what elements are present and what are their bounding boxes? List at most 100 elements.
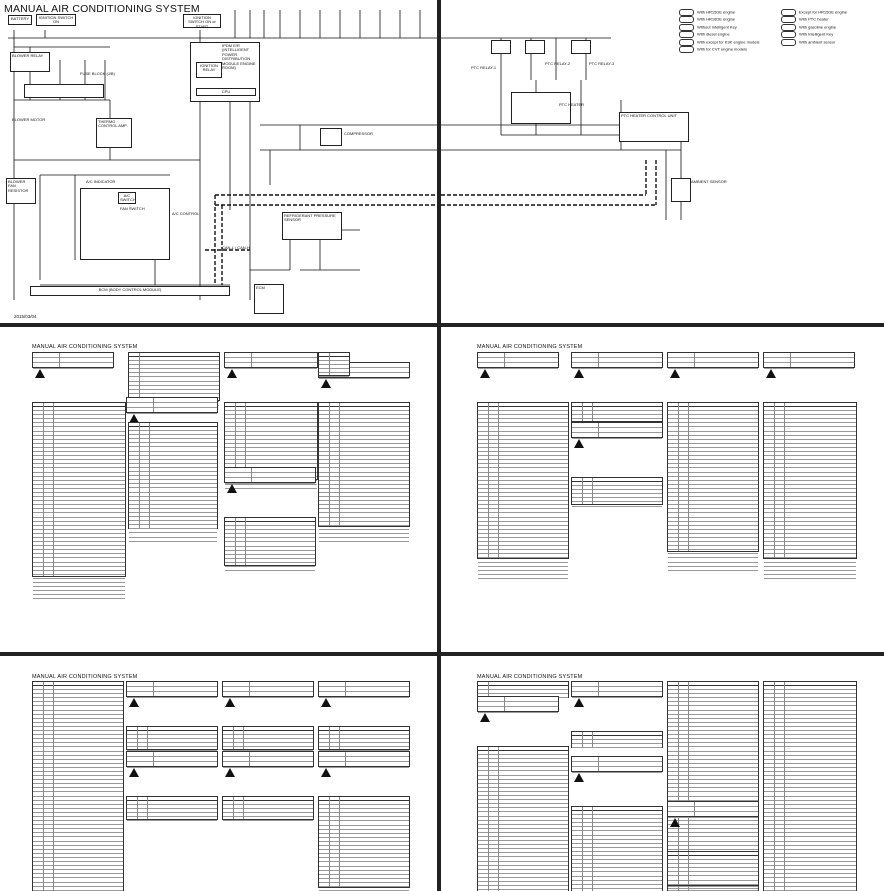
connector-table (571, 402, 663, 424)
ptc-relay3-label: PTC RELAY-3 (589, 61, 615, 66)
ptc-control-label: PTC HEATER CONTROL UNIT (621, 113, 678, 118)
wiring-diagram-page-right: PTC RELAY-1 PTC RELAY-2 PTC RELAY-3 PTC … (441, 0, 884, 323)
connector-table (318, 352, 350, 378)
ptc-heater-box (511, 92, 571, 124)
warning-triangle-icon (227, 369, 237, 378)
connector-table (128, 422, 218, 542)
legend-item: With HR16DE engine (679, 16, 736, 24)
page-divider-top (0, 323, 884, 327)
sub-title-4: MANUAL AIR CONDITIONING SYSTEM (477, 674, 583, 680)
connector-table (126, 726, 218, 752)
warning-triangle-icon (129, 698, 139, 707)
legend-text: Without Intelligent Key (697, 24, 737, 30)
refrigerant-sensor-label: REFRIGERANT PRESSURE SENSOR (284, 213, 336, 223)
warning-triangle-icon (574, 439, 584, 448)
connector-table (571, 806, 663, 891)
legend-item: With PTC heater (781, 16, 829, 24)
ignition-on-label: IGNITION SWITCH ON (38, 15, 74, 25)
legend-text: With gasoline engine (799, 24, 837, 30)
legend-item: With gasoline engine (781, 23, 837, 31)
battery-label: BATTERY (10, 16, 30, 21)
connector-header (477, 696, 559, 713)
ecm-box: ECM (254, 284, 284, 314)
legend-marker-icon (679, 46, 694, 53)
ac-control-label: A/C CONTROL (172, 211, 200, 216)
connector-table (318, 796, 410, 891)
legend-text: With HR16DE engine (697, 16, 736, 22)
ptc-control-box: PTC HEATER CONTROL UNIT (619, 112, 689, 142)
connector-page-1: MANUAL AIR CONDITIONING SYSTEM (0, 327, 437, 652)
legend-marker-icon (679, 23, 694, 31)
legend-text: With HR15DE engine (697, 9, 736, 15)
ptc-heater-label: PTC HEATER (559, 102, 585, 107)
ignition-relay-box: IGNITION RELAY (196, 62, 222, 78)
warning-triangle-icon (227, 484, 237, 493)
legend-marker-icon (679, 31, 694, 39)
ecm-label: ECM (256, 285, 265, 290)
warning-triangle-icon (480, 713, 490, 722)
legend-marker-icon (781, 38, 796, 46)
warning-triangle-icon (766, 369, 776, 378)
compressor-box (320, 128, 342, 146)
compressor-label: COMPRESSOR (344, 131, 373, 136)
legend-item: Without Intelligent Key (679, 23, 737, 31)
fan-switch-label: FAN SWITCH (120, 206, 145, 211)
ac-indicator-label: A/C INDICATOR (86, 179, 116, 184)
diagram-title: MANUAL AIR CONDITIONING SYSTEM (4, 3, 200, 15)
thermo-amp-label: THERMO CONTROL AMP. (98, 119, 128, 129)
sub-title-3: MANUAL AIR CONDITIONING SYSTEM (32, 674, 138, 680)
warning-triangle-icon (225, 698, 235, 707)
warning-triangle-icon (480, 369, 490, 378)
connector-header (571, 756, 663, 773)
connector-header (318, 751, 410, 768)
connector-table (667, 851, 759, 889)
warning-triangle-icon (129, 768, 139, 777)
refrigerant-sensor-box: REFRIGERANT PRESSURE SENSOR (282, 212, 342, 240)
sub-title-2: MANUAL AIR CONDITIONING SYSTEM (477, 344, 583, 350)
connector-header (667, 801, 759, 818)
page-divider-vertical (437, 0, 441, 891)
sub-title-1: MANUAL AIR CONDITIONING SYSTEM (32, 344, 138, 350)
connector-page-3: MANUAL AIR CONDITIONING SYSTEM (0, 656, 437, 891)
warning-triangle-icon (35, 369, 45, 378)
wiring-lines-right (441, 37, 682, 220)
warning-triangle-icon (225, 768, 235, 777)
connector-header (571, 681, 663, 698)
blower-resistor-label: BLOWER FAN RESISTOR (8, 179, 29, 193)
blower-motor-label: BLOWER MOTOR (12, 117, 46, 122)
legend-item: With ambient sensor (781, 38, 835, 46)
page-divider-bottom (0, 652, 884, 656)
ptc-relay2-label: PTC RELAY-2 (545, 61, 571, 66)
ptc-relay1-box (491, 40, 511, 54)
legend-text: With diesel engine (697, 31, 730, 37)
bcm-label: BCM (BODY CONTROL MODULE) (98, 287, 162, 292)
connector-table (32, 402, 126, 600)
connector-header (224, 352, 318, 369)
legend-marker-icon (781, 16, 796, 24)
thermo-amp-box: THERMO CONTROL AMP. (96, 118, 132, 148)
warning-triangle-icon (321, 698, 331, 707)
fuse-row (24, 84, 104, 98)
connector-table (763, 402, 857, 579)
connector-table (222, 796, 314, 822)
connector-table (222, 726, 314, 752)
legend-marker-icon (679, 38, 694, 46)
legend-item: With except for K9K engine models (679, 38, 759, 46)
connector-header (222, 681, 314, 698)
ambient-sensor-label: AMBIENT SENSOR (691, 179, 727, 184)
connector-table (224, 517, 316, 572)
ptc-relay2-box (525, 40, 545, 54)
warning-triangle-icon (129, 414, 139, 423)
ipdm-label: IPDM E/R (INTELLIGENT POWER DISTRIBUTION… (222, 43, 256, 71)
legend-item: With diesel engine (679, 31, 730, 39)
legend-text: With PTC heater (799, 16, 829, 22)
connector-table (763, 681, 857, 891)
legend-marker-icon (679, 16, 694, 24)
battery-box: BATTERY (8, 15, 32, 25)
connector-table (571, 731, 663, 749)
wiring-diagram-page-left: MANUAL AIR CONDITIONING SYSTEM (0, 0, 437, 323)
warning-triangle-icon (321, 768, 331, 777)
legend-item: With Intelligent Key (781, 31, 833, 39)
legend-marker-icon (679, 9, 694, 16)
blower-resistor-box: BLOWER FAN RESISTOR (6, 178, 36, 204)
